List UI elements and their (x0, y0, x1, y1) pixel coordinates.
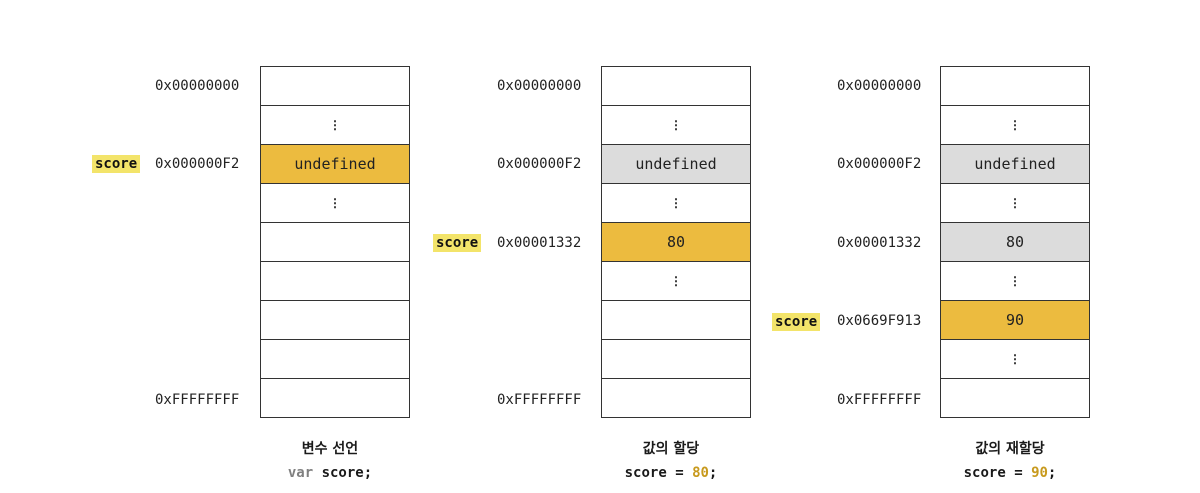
memory-column: ⋮ undefined ⋮ 80 ⋮ 90 ⋮ (940, 66, 1090, 418)
address-label-bottom: 0xFFFFFFFF (497, 392, 582, 408)
caption-title: 값의 재할당 (975, 441, 1045, 457)
memory-column: ⋮ undefined ⋮ (260, 66, 410, 418)
memory-cell (941, 379, 1089, 418)
memory-cell-value: 80 (941, 223, 1089, 262)
ellipsis-icon: ⋮ (261, 106, 409, 145)
memory-cell-value: 80 (602, 223, 750, 262)
diagram-assignment: score 0x00000000 0x000000F2 0x00001332 0… (421, 0, 781, 493)
code-rest: score; (313, 465, 373, 481)
ellipsis-icon: ⋮ (941, 262, 1089, 301)
address-label-f2: 0x000000F2 (155, 156, 240, 172)
address-label-bottom: 0xFFFFFFFF (155, 392, 240, 408)
address-label-top: 0x00000000 (497, 78, 582, 94)
address-label-1332: 0x00001332 (497, 235, 582, 251)
ellipsis-icon: ⋮ (602, 106, 750, 145)
ellipsis-icon: ⋮ (941, 184, 1089, 223)
memory-cell (261, 379, 409, 418)
memory-cell (941, 67, 1089, 106)
caption-title: 변수 선언 (301, 441, 359, 457)
memory-cell (602, 340, 750, 379)
memory-cell-undefined: undefined (941, 145, 1089, 184)
memory-cell (261, 223, 409, 262)
memory-cell (602, 301, 750, 340)
address-label-f2: 0x000000F2 (837, 156, 922, 172)
caption: 값의 재할당 score = 90; (910, 438, 1110, 481)
memory-cell-value-new: 90 (941, 301, 1089, 340)
variable-label-score: score (433, 234, 482, 252)
ellipsis-icon: ⋮ (602, 184, 750, 223)
code-post: ; (708, 465, 718, 481)
caption-code: score = 80; (625, 465, 718, 481)
ellipsis-icon: ⋮ (941, 340, 1089, 379)
memory-cell (602, 67, 750, 106)
memory-cell (602, 379, 750, 418)
memory-column: ⋮ undefined ⋮ 80 ⋮ (601, 66, 751, 418)
caption: 값의 할당 score = 80; (571, 438, 771, 481)
ellipsis-icon: ⋮ (941, 106, 1089, 145)
caption: 변수 선언 var score; (230, 438, 430, 481)
code-pre: score = (624, 465, 693, 481)
address-label-top: 0x00000000 (837, 78, 922, 94)
memory-cell-undefined: undefined (261, 145, 409, 184)
ellipsis-icon: ⋮ (602, 262, 750, 301)
code-keyword: var (287, 465, 314, 481)
address-label-f913: 0x0669F913 (837, 313, 922, 329)
code-pre: score = (963, 465, 1032, 481)
address-label-f2: 0x000000F2 (497, 156, 582, 172)
memory-cell-undefined: undefined (602, 145, 750, 184)
caption-code: var score; (288, 465, 372, 481)
address-label-top: 0x00000000 (155, 78, 240, 94)
caption-title: 값의 할당 (642, 441, 700, 457)
address-label-bottom: 0xFFFFFFFF (837, 392, 922, 408)
variable-label-score: score (772, 313, 821, 331)
variable-label-score: score (92, 155, 141, 173)
address-label-1332: 0x00001332 (837, 235, 922, 251)
memory-cell (261, 301, 409, 340)
memory-cell (261, 67, 409, 106)
diagram-reassignment: score 0x00000000 0x000000F2 0x00001332 0… (760, 0, 1120, 493)
memory-cell (261, 340, 409, 379)
code-number: 90 (1031, 465, 1048, 481)
code-number: 80 (692, 465, 709, 481)
caption-code: score = 90; (964, 465, 1057, 481)
ellipsis-icon: ⋮ (261, 184, 409, 223)
diagram-declaration: score 0x00000000 0x000000F2 0xFFFFFFFF ⋮… (80, 0, 440, 493)
memory-cell (261, 262, 409, 301)
code-post: ; (1047, 465, 1057, 481)
